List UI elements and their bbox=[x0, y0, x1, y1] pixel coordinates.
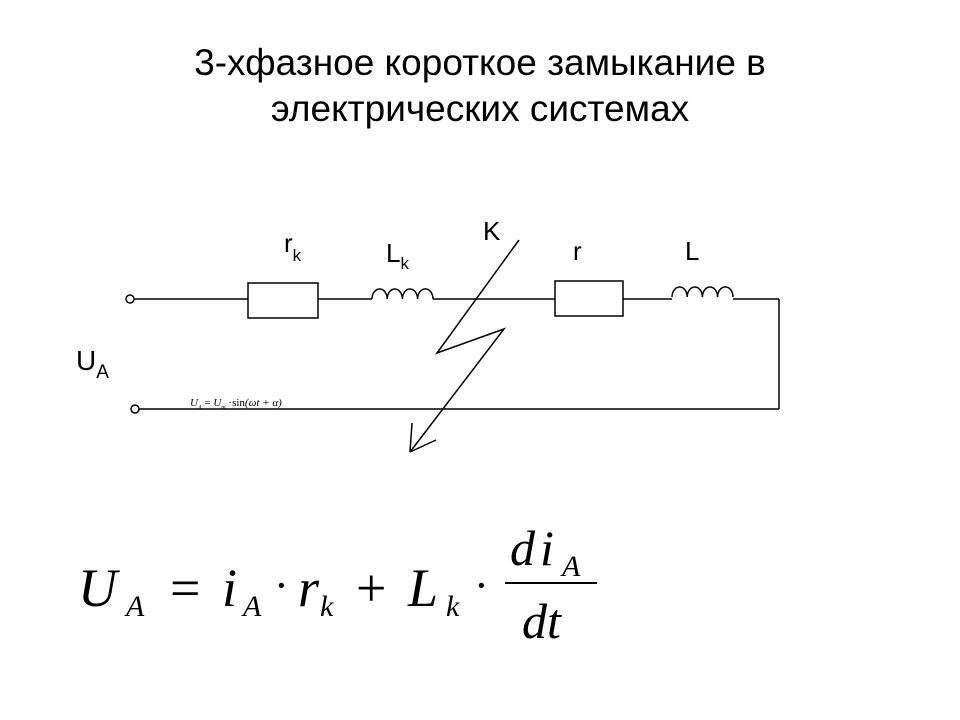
inductor-lk bbox=[371, 288, 434, 300]
main-equation: U A = i A · r k + L k · d i A dt bbox=[78, 520, 597, 649]
title-line-2: электрических системах bbox=[270, 88, 690, 129]
resistor-rk bbox=[247, 282, 319, 319]
terminal-top bbox=[125, 294, 135, 304]
eq-l: L bbox=[407, 558, 438, 618]
label-ua: UA bbox=[76, 345, 109, 383]
eq-i: i bbox=[222, 558, 237, 618]
eq-u: U bbox=[78, 558, 120, 618]
label-lk: Lk bbox=[386, 238, 409, 273]
label-k: K bbox=[483, 216, 501, 246]
title-line-1: 3-хфазное короткое замыкание в bbox=[194, 42, 766, 83]
eq-num-i: i bbox=[540, 520, 554, 576]
eq-dot-1: · bbox=[274, 561, 289, 610]
eq-r-sub: k bbox=[320, 590, 334, 623]
eq-r: r bbox=[298, 558, 320, 618]
label-l: L bbox=[685, 236, 699, 266]
eq-i-sub: A bbox=[241, 590, 262, 623]
slide-title: 3-хфазное короткое замыкание в электриче… bbox=[0, 40, 960, 132]
label-r: r bbox=[573, 236, 582, 266]
top-wire bbox=[134, 298, 780, 410]
resistor-r bbox=[554, 280, 624, 317]
eq-num-d: d bbox=[510, 520, 536, 576]
inductor-l bbox=[671, 286, 734, 298]
label-rk: rk bbox=[284, 228, 302, 265]
source-equation: UA = Um ·sin(ωt + α) bbox=[190, 397, 282, 411]
fault-arrow bbox=[409, 239, 520, 453]
eq-num-sub: A bbox=[560, 550, 581, 583]
eq-dot-2: · bbox=[474, 561, 489, 610]
eq-plus: + bbox=[356, 558, 386, 618]
eq-den: dt bbox=[522, 593, 562, 649]
eq-u-sub: A bbox=[124, 590, 145, 623]
eq-equals: = bbox=[170, 558, 200, 618]
eq-l-sub: k bbox=[446, 590, 460, 623]
terminal-bottom bbox=[130, 404, 140, 414]
